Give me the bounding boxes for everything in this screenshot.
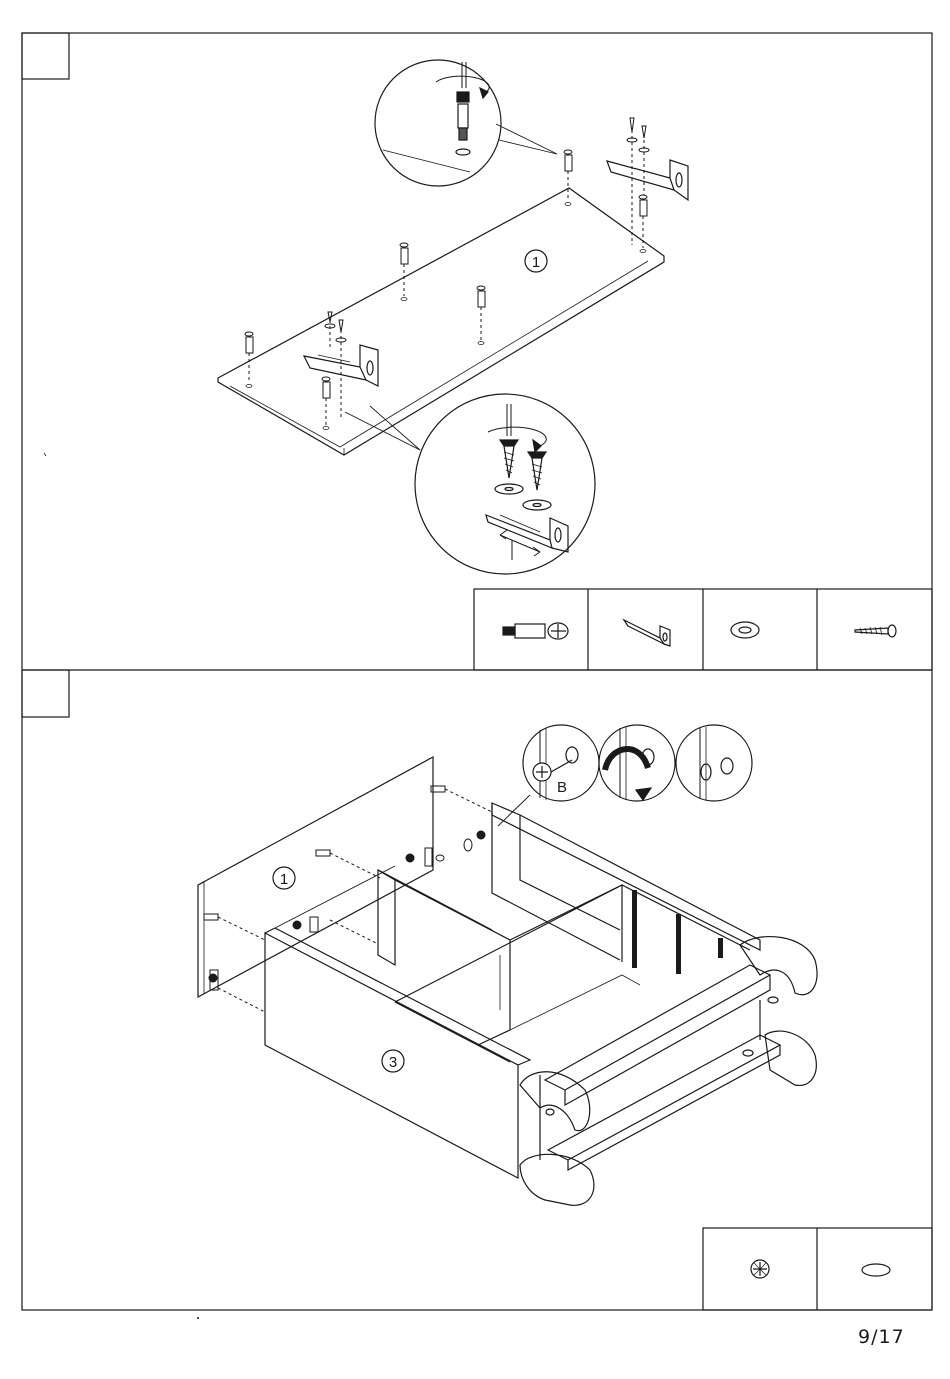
side-panel-right [492,803,760,960]
side-panel-1 [198,757,433,997]
detail-circle-dowel [375,60,557,186]
decorative-feet [520,937,817,1206]
page-number: 9/17 [858,1326,905,1348]
front-panel-3-number: 3 [382,1050,404,1072]
cam-dowel-top [431,786,492,812]
cover-cap-icon [862,1264,890,1276]
cam-lock-icon [751,1260,769,1278]
step1-number-box [22,33,69,79]
bracket-icon [624,620,670,646]
step1-panel-board [218,188,664,455]
step1-board-number-text: 1 [532,254,540,271]
side-panel-1-number: 1 [273,867,295,889]
detail-circle-cam-1: B [523,725,599,801]
plinth-base [540,965,780,1170]
step1-board-number: 1 [525,250,547,272]
cam-dowel-left [204,914,265,940]
front-panel-3 [265,866,530,1178]
washer-icon [731,622,759,638]
detail-circle-cam-3 [676,725,752,801]
cam-dowel-icon [503,623,568,639]
step2-number-box [22,670,69,717]
bracket-front [304,312,378,420]
detail-label-b: B [557,779,567,796]
page-frame [22,33,932,1310]
dowel-d [245,332,253,383]
bracket-parts [210,848,432,990]
detail-circle-cam-2 [599,725,675,801]
front-panel-3-number-text: 3 [389,1054,397,1071]
dowel-a [564,150,572,200]
divider-panel [378,870,510,1030]
bracket-back [607,118,688,245]
cam-dowel-low [218,920,378,1012]
drawer-runners [632,890,723,974]
cam-lock-parts [209,831,485,982]
dowel-c [477,286,485,340]
cam-dowel-mid [316,850,380,878]
stray-mark [44,453,46,456]
dowel-b [400,243,408,296]
step2-hardware [204,786,530,1012]
side-panel-1-number-text: 1 [280,871,288,888]
cabinet-interior [395,885,750,1062]
dowel-f [639,195,647,248]
stray-dot [197,1317,199,1319]
step2-parts-table [703,1228,932,1310]
dowel-e [322,377,330,425]
board-holes [246,203,646,430]
dowel-group [245,150,647,425]
screw-icon [855,625,896,637]
